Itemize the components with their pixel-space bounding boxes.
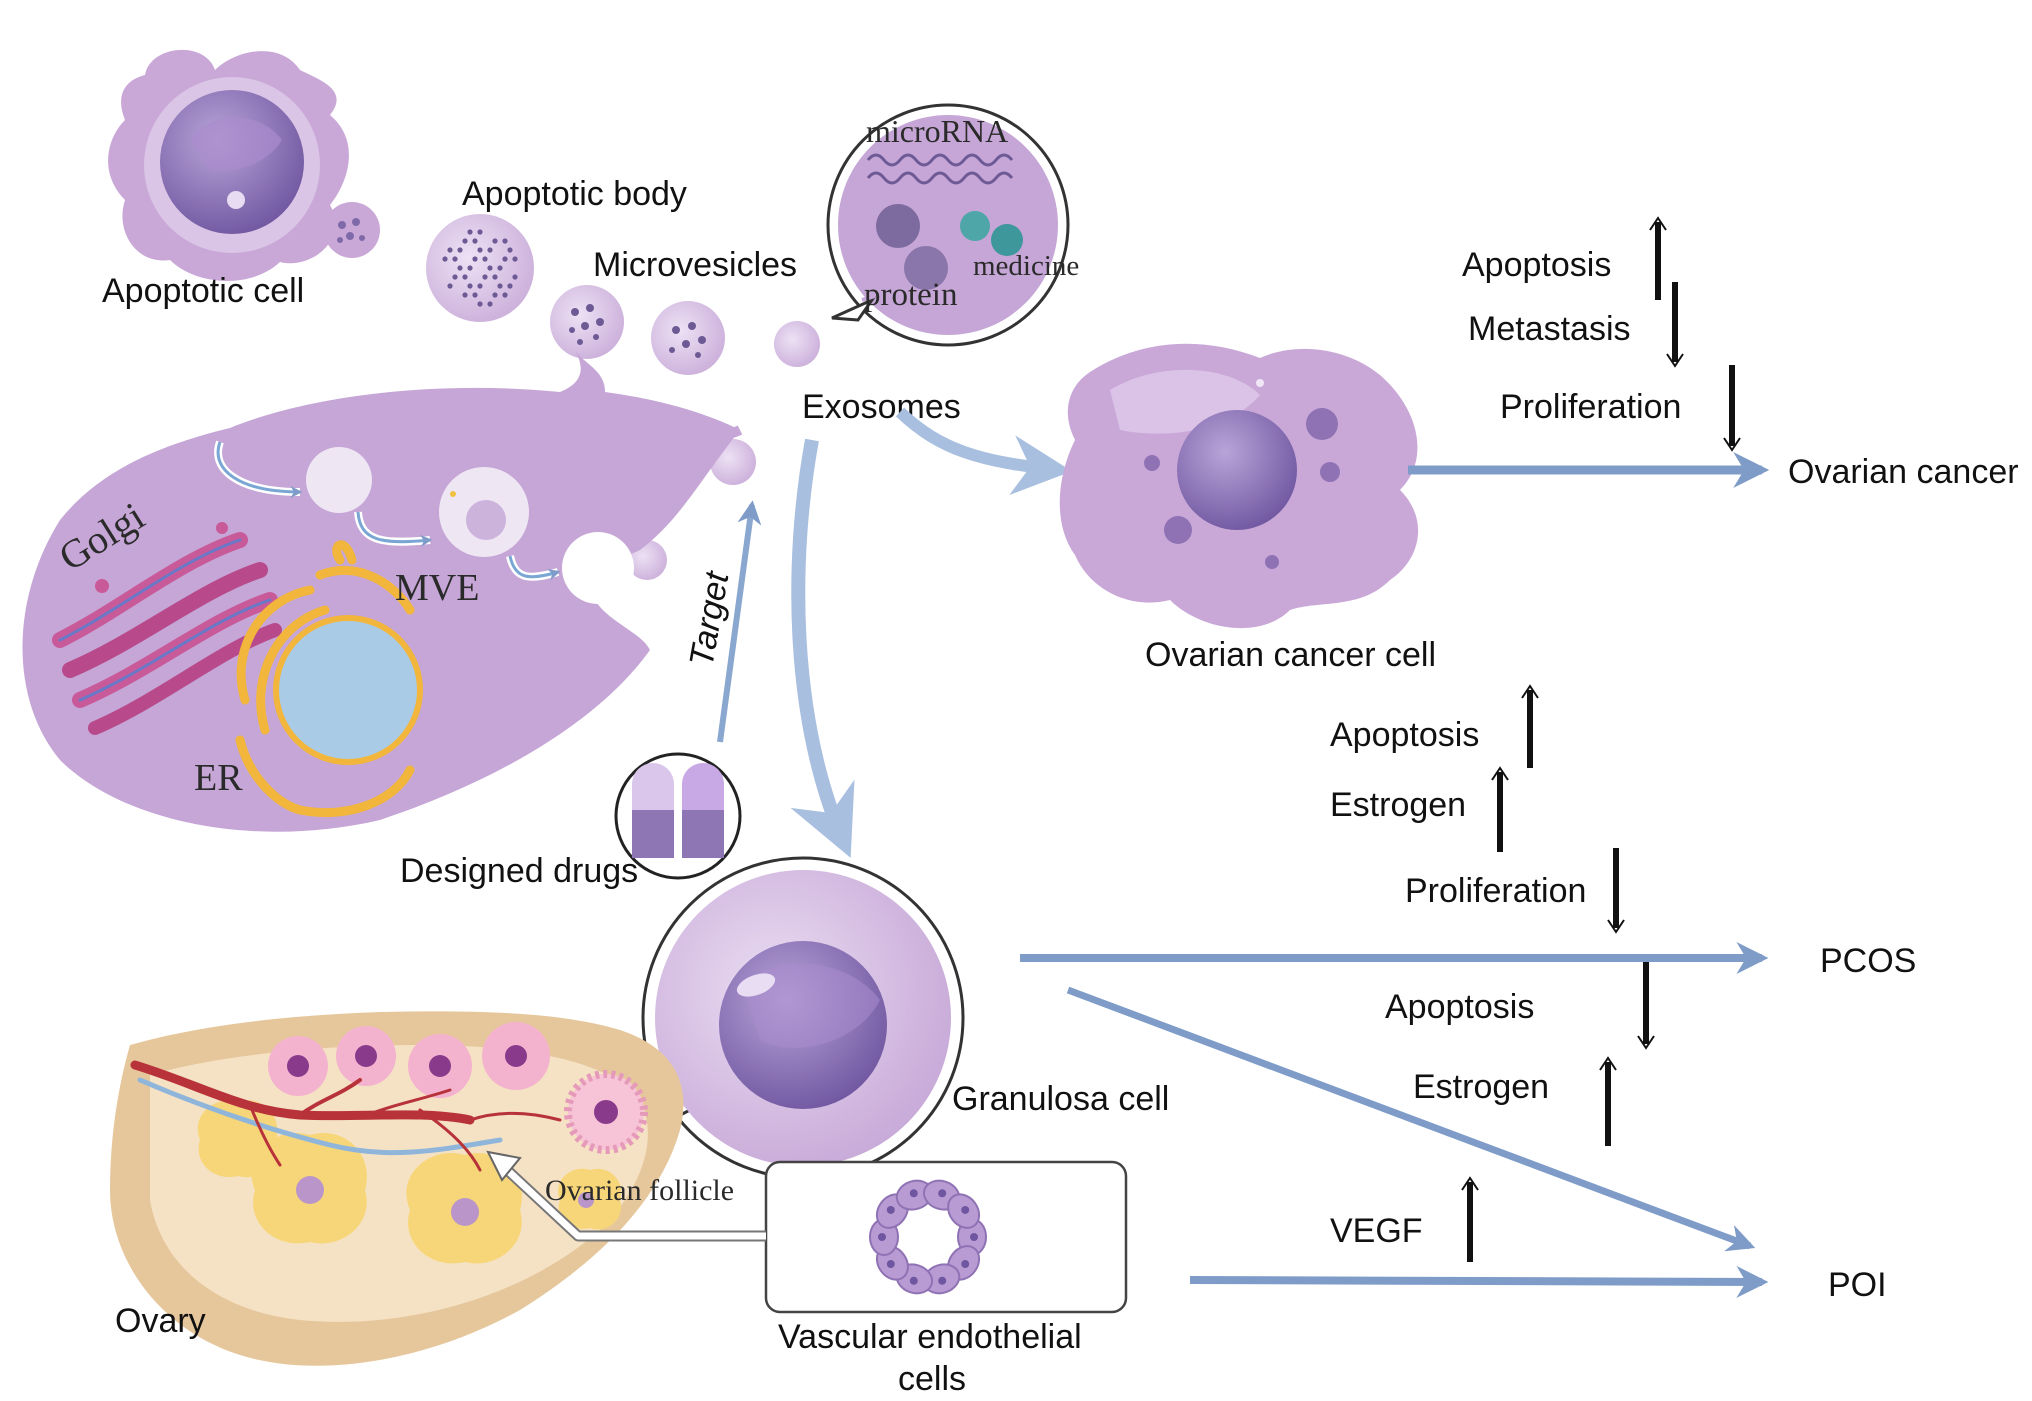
effect-label: Apoptosis [1385, 988, 1534, 1026]
effect-label: Apoptosis [1462, 246, 1611, 284]
effect-label: Metastasis [1468, 310, 1631, 348]
exosome-contents-bubble [826, 103, 1070, 347]
designed-drugs-label: Designed drugs [400, 852, 638, 890]
effect-label: Estrogen [1330, 786, 1466, 824]
medicine-label: medicine [973, 250, 1079, 282]
apoptotic-cell-illustration [108, 49, 380, 281]
designed-drugs-icon [614, 752, 742, 880]
effect-label: Proliferation [1405, 872, 1586, 910]
microvesicle-large [550, 285, 624, 359]
exosome-to-granulosa-arrow [790, 438, 855, 858]
exosomes-label: Exosomes [802, 388, 961, 426]
er-label: ER [194, 757, 243, 799]
exosome-vesicle [774, 321, 820, 367]
mve-label: MVE [395, 567, 479, 609]
effect-arrows-poi [1599, 962, 1655, 1146]
vascular-endothelial-box [764, 1160, 1128, 1314]
ovarian-cancer-cell-label: Ovarian cancer cell [1145, 636, 1436, 674]
poi-outcome: POI [1828, 1266, 1887, 1304]
apoptotic-cell-label: Apoptotic cell [102, 272, 304, 310]
vascular-endothelial-label: Vascular endothelial [778, 1318, 1082, 1356]
effect-label: Apoptosis [1330, 716, 1479, 754]
effect-arrows-vascular [1461, 1176, 1479, 1262]
ovarian-follicle-label: Ovarian follicle [545, 1174, 734, 1207]
protein-label: protein [864, 277, 957, 313]
effect-label: Proliferation [1500, 388, 1681, 426]
effect-label: Estrogen [1413, 1068, 1549, 1106]
apoptotic-body-vesicle [426, 214, 534, 322]
exosome-to-cancer-arrow [895, 407, 1072, 496]
microvesicle-small [651, 301, 725, 375]
effect-label: VEGF [1330, 1212, 1423, 1250]
granulosa-cell-label: Granulosa cell [952, 1080, 1169, 1118]
effect-arrows-pcos [1491, 684, 1625, 934]
microrna-label: microRNA [866, 113, 1008, 149]
target-arrow [717, 500, 762, 743]
secreting-cell-illustration [22, 350, 743, 832]
pcos-outcome: PCOS [1820, 942, 1916, 980]
granulosa-cell-bubble [629, 856, 965, 1180]
apoptotic-body-label: Apoptotic body [462, 175, 687, 213]
vascular-endothelial-label: cells [898, 1360, 966, 1398]
ovary-label: Ovary [115, 1302, 206, 1340]
target-label: Target [682, 568, 736, 670]
effect-arrows-cancer [1649, 216, 1741, 452]
poi-diagonal-arrow [1066, 986, 1756, 1252]
microvesicles-label: Microvesicles [593, 246, 797, 284]
ovarian-cancer-cell-illustration [1059, 343, 1419, 629]
ovarian-cancer-outcome: Ovarian cancer [1788, 453, 2019, 491]
ovary-illustration [110, 1011, 684, 1366]
poi-outcome-arrow [1189, 1265, 1769, 1298]
